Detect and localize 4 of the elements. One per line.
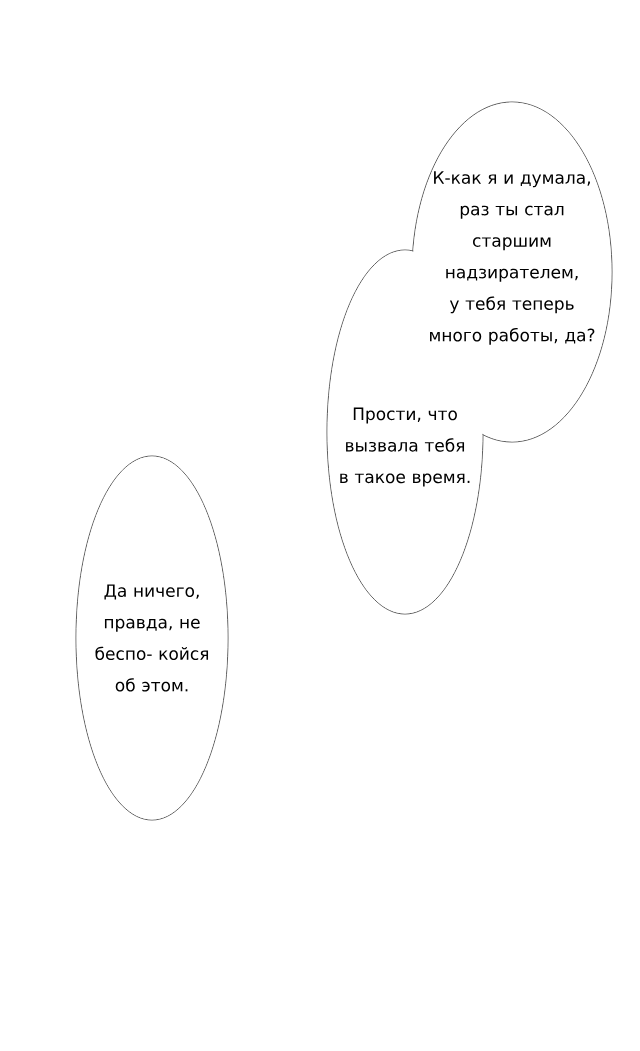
bubble-text: Прости, что вызвала тебя в такое время. <box>340 407 470 487</box>
bubble-text: К-как я и думала, раз ты стал старшим надзирателем, у тебя теперь много работы, да? <box>430 171 595 345</box>
speech-bubble <box>75 455 229 821</box>
bubble-text: Да ничего, правда, не беспо- койся об этом. <box>95 584 208 692</box>
